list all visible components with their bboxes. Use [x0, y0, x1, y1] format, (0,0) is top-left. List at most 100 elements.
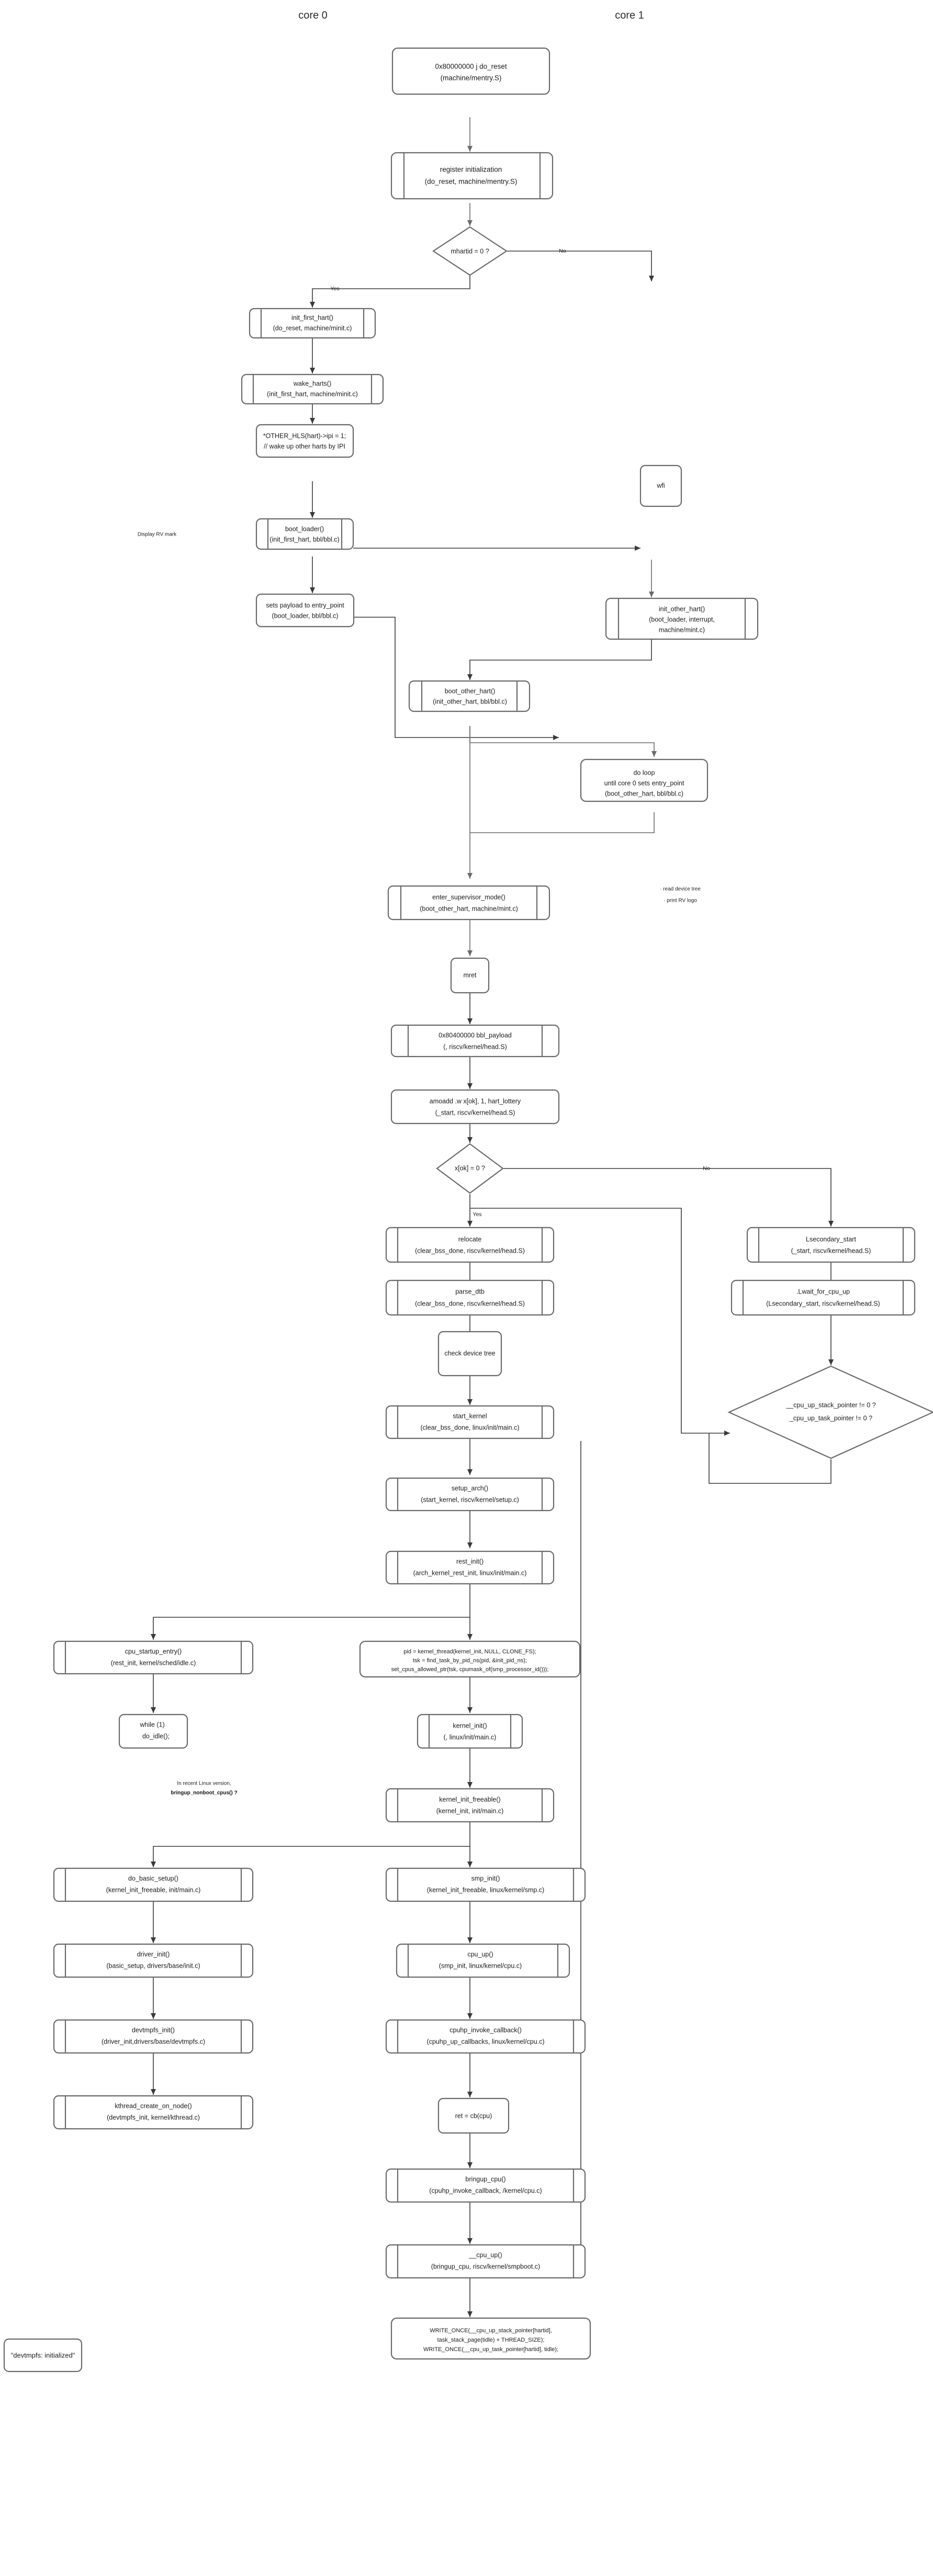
- node-label: kernel_init_freeable(): [439, 1796, 500, 1803]
- svg-text:bringup_nonboot_cpus() ?: bringup_nonboot_cpus() ?: [171, 1790, 237, 1796]
- node-label: .Lwait_for_cpu_up: [796, 1288, 850, 1295]
- node-other-hls-ipi[interactable]: *OTHER_HLS(hart)->ipi = 1; // wake up ot…: [255, 424, 354, 458]
- node-bbl-payload[interactable]: 0x80400000 bbl_payload (, riscv/kernel/h…: [390, 1024, 560, 1058]
- node-wfi[interactable]: wfi: [639, 464, 682, 507]
- node-start-kernel[interactable]: start_kernel (clear_bss_done, linux/init…: [385, 1405, 555, 1439]
- node-amoadd-hart-lottery[interactable]: amoadd .w x[ok], 1, hart_lottery (_start…: [390, 1089, 560, 1125]
- node-label: driver_init(): [137, 1950, 170, 1958]
- node-sublabel-1: tsk = find_task_by_pid_ns(pid, &init_pid…: [413, 1658, 527, 1664]
- node-devtmpfs-initialized-log[interactable]: "devtmpfs: initialized": [3, 2338, 83, 2373]
- svg-text:In recent Linux version,: In recent Linux version,: [177, 1781, 231, 1787]
- node-kernel-init-freeable[interactable]: kernel_init_freeable() (kernel_init, ini…: [385, 1788, 555, 1823]
- edge-label-yes-mhartid: Yes: [330, 286, 339, 292]
- node-label: kernel_init(): [453, 1722, 487, 1729]
- node-label: rest_init(): [456, 1558, 484, 1565]
- node-sublabel: (smp_init, linux/kernel/cpu.c): [439, 1962, 522, 1969]
- node-sublabel: (rest_init, kernel/sched/idle.c): [111, 1659, 196, 1666]
- node-sublabel: (cpuhp_up_callbacks, linux/kernel/cpu.c): [426, 2038, 544, 2045]
- node-relocate[interactable]: relocate (clear_bss_done, riscv/kernel/h…: [385, 1227, 555, 1263]
- node-ret-cb-cpu[interactable]: ret = cb(cpu): [437, 2097, 510, 2134]
- node-decision-x-ok[interactable]: x[ok] = 0 ?: [436, 1143, 504, 1194]
- node-bringup-cpu[interactable]: bringup_cpu() (cpuhp_invoke_callback, /k…: [385, 2168, 586, 2203]
- node-label: __cpu_up_stack_pointer != 0 ?: [785, 1401, 875, 1409]
- edge-n3-no-wfi: [507, 251, 655, 281]
- node-sets-payload-entry-point[interactable]: sets payload to entry_point (boot_loader…: [255, 593, 355, 628]
- node-label: wfi: [656, 482, 665, 489]
- node-sublabel: (Lsecondary_start, riscv/kernel/head.S): [766, 1300, 880, 1307]
- node-kthread-create-on-node[interactable]: kthread_create_on_node() (devtmpfs_init,…: [53, 2095, 254, 2130]
- node-cpu-up-arch[interactable]: __cpu_up() (bringup_cpu, riscv/kernel/sm…: [385, 2244, 586, 2279]
- node-cpu-startup-entry[interactable]: cpu_startup_entry() (rest_init, kernel/s…: [53, 1640, 254, 1675]
- node-kernel-thread-init[interactable]: pid = kernel_thread(kernel_init, NULL, C…: [359, 1640, 581, 1678]
- annotation-read-device-tree: · read device tree · print RV logo: [660, 887, 701, 904]
- node-sublabel: (boot_loader, bbl/bbl.c): [272, 612, 338, 619]
- node-sublabel: (kernel_init, init/main.c): [436, 1807, 504, 1814]
- node-label: smp_init(): [471, 1875, 500, 1882]
- node-sublabel: (, riscv/kernel/head.S): [443, 1043, 507, 1050]
- node-enter-supervisor-mode[interactable]: enter_supervisor_mode() (boot_other_hart…: [387, 885, 550, 921]
- node-register-initialization[interactable]: register initialization (do_reset, machi…: [390, 152, 554, 200]
- node-label: check device tree: [444, 1349, 495, 1357]
- node-boot-loader[interactable]: boot_loader() (init_first_hart, bbl/bbl.…: [255, 518, 354, 550]
- node-label: init_other_hart(): [659, 605, 705, 612]
- node-label: mhartid = 0 ?: [451, 247, 489, 255]
- node-kernel-init[interactable]: kernel_init() (, linux/init/main.c): [417, 1713, 523, 1749]
- node-label: pid = kernel_thread(kernel_init, NULL, C…: [403, 1649, 536, 1655]
- node-label: do_basic_setup(): [128, 1875, 178, 1882]
- node-decision-cpu-up-pointers[interactable]: __cpu_up_stack_pointer != 0 ? _cpu_up_ta…: [727, 1365, 933, 1459]
- node-do-basic-setup[interactable]: do_basic_setup() (kernel_init_freeable, …: [53, 1867, 254, 1902]
- node-rest-init[interactable]: rest_init() (arch_kernel_rest_init, linu…: [385, 1550, 555, 1585]
- node-check-device-tree[interactable]: check device tree: [437, 1331, 502, 1377]
- node-sublabel: (_start, riscv/kernel/head.S): [435, 1109, 515, 1116]
- node-lsecondary-start[interactable]: Lsecondary_start (_start, riscv/kernel/h…: [746, 1227, 916, 1263]
- node-label: cpu_up(): [467, 1950, 493, 1958]
- node-label: cpu_startup_entry(): [125, 1648, 182, 1655]
- edge-n42-loopback: [709, 1433, 831, 1484]
- node-sublabel-1: until core 0 sets entry_point: [604, 779, 684, 787]
- connectors: [150, 117, 834, 2317]
- node-parse-dtb[interactable]: parse_dtb (clear_bss_done, riscv/kernel/…: [385, 1279, 555, 1316]
- lane-title-core0: core 0: [298, 9, 328, 21]
- node-wake-harts[interactable]: wake_harts() (init_first_hart, machine/m…: [241, 373, 384, 405]
- node-while-do-idle[interactable]: while (1) do_idle();: [118, 1713, 188, 1749]
- node-mret[interactable]: mret: [450, 957, 490, 994]
- edge-label-no-mhartid: No: [559, 248, 566, 254]
- node-sublabel: _cpu_up_task_pointer != 0 ?: [789, 1414, 872, 1422]
- node-decision-mhartid[interactable]: mhartid = 0 ?: [432, 226, 508, 276]
- node-sublabel: (kernel_init_freeable, linux/kernel/smp.…: [427, 1886, 544, 1893]
- node-setup-arch[interactable]: setup_arch() (start_kernel, riscv/kernel…: [385, 1477, 555, 1512]
- node-sublabel: (arch_kernel_rest_init, linux/init/main.…: [413, 1569, 527, 1576]
- node-sublabel: (do_reset, machine/minit.c): [273, 324, 352, 332]
- node-sublabel: do_idle();: [142, 1732, 170, 1740]
- node-init-other-hart[interactable]: init_other_hart() (boot_loader, interrup…: [605, 597, 759, 640]
- node-do-loop-entry-point[interactable]: do loop until core 0 sets entry_point (b…: [580, 758, 709, 802]
- annotation-bringup-nonboot-cpus: In recent Linux version, bringup_nonboot…: [171, 1781, 237, 1796]
- node-sublabel: (bringup_cpu, riscv/kernel/smpboot.c): [431, 2263, 540, 2270]
- node-sublabel: (clear_bss_done, riscv/kernel/head.S): [415, 1300, 525, 1307]
- node-boot-other-hart[interactable]: boot_other_hart() (init_other_hart, bbl/…: [408, 680, 531, 712]
- node-devtmpfs-init[interactable]: devtmpfs_init() (driver_init,drivers/bas…: [53, 2019, 254, 2054]
- node-smp-init[interactable]: smp_init() (kernel_init_freeable, linux/…: [385, 1867, 586, 1902]
- node-init-first-hart[interactable]: init_first_hart() (do_reset, machine/min…: [249, 308, 376, 339]
- edge-n23-n24: [150, 1617, 470, 1640]
- node-label: while (1): [139, 1721, 164, 1728]
- node-write-once-cpu-up-pointers[interactable]: WRITE_ONCE(__cpu_up_stack_pointer[hartid…: [390, 2317, 591, 2360]
- node-sublabel: (clear_bss_done, riscv/kernel/head.S): [415, 1247, 525, 1254]
- lane-title-core1: core 1: [615, 9, 644, 21]
- edge-label-yes-xok: Yes: [473, 1211, 481, 1218]
- node-label: start_kernel: [453, 1412, 487, 1420]
- node-label: init_first_hart(): [291, 314, 333, 321]
- node-driver-init[interactable]: driver_init() (basic_setup, drivers/base…: [53, 1943, 254, 1978]
- edge-core0-to-cpuup-wait: [470, 1208, 682, 1412]
- edge-n11-n12: [469, 726, 657, 757]
- node-cpuhp-invoke-callback[interactable]: cpuhp_invoke_callback() (cpuhp_up_callba…: [385, 2019, 586, 2054]
- node-sublabel-2: set_cpus_allowed_ptr(tsk, cpumask_of(smp…: [391, 1666, 549, 1673]
- edge-wait-into-diamond: [681, 1412, 730, 1436]
- node-label: __cpu_up(): [468, 2251, 502, 2259]
- edge-n8-doloop: [354, 617, 559, 741]
- node-reset-entry[interactable]: 0x80000000 j do_reset (machine/mentry.S): [391, 47, 550, 95]
- node-lwait-for-cpu-up[interactable]: .Lwait_for_cpu_up (Lsecondary_start, ris…: [730, 1279, 916, 1316]
- node-cpu-up[interactable]: cpu_up() (smp_init, linux/kernel/cpu.c): [396, 1943, 570, 1978]
- node-sublabel: (_start, riscv/kernel/head.S): [791, 1247, 871, 1254]
